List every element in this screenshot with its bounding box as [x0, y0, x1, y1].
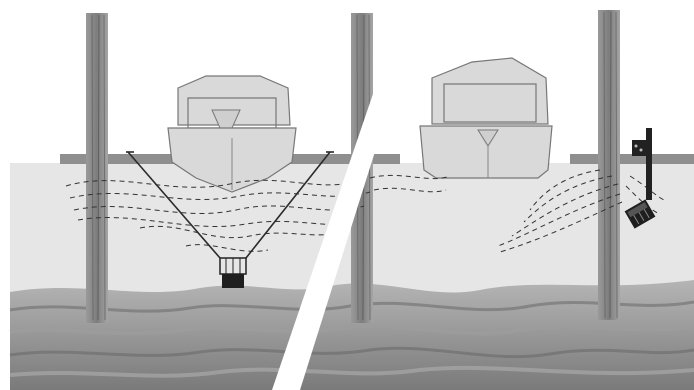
piling-right: [598, 10, 620, 320]
boat-bow-right: [420, 58, 552, 178]
piling-left: [86, 13, 108, 323]
